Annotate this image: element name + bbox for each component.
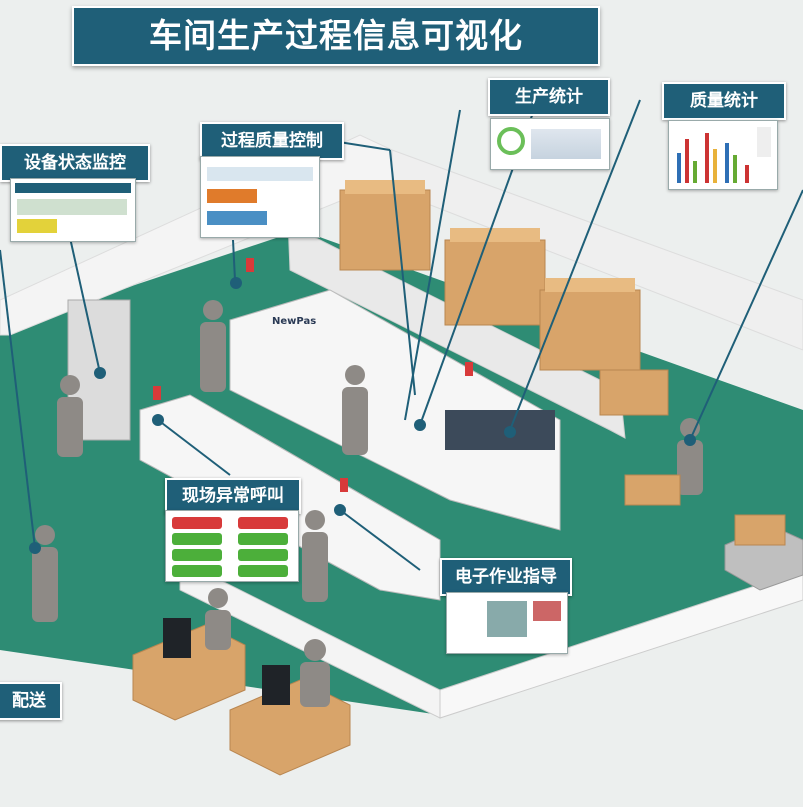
callout-e-work-guide: 电子作业指导: [440, 558, 572, 596]
alarm-button-red: [238, 517, 288, 529]
monitor-2: [262, 665, 290, 705]
callout-delivery: 配送: [0, 682, 62, 720]
machine-line-top: [229, 289, 561, 531]
callout-anomaly-call: 现场异常呼叫: [165, 478, 301, 514]
front-wall-right: [439, 569, 803, 719]
production-stats-screenshot: [490, 118, 610, 170]
box-stack-3: [539, 278, 641, 371]
callout-production-stats: 生产统计: [488, 78, 610, 116]
callout-equipment-monitor: 设备状态监控: [0, 144, 150, 182]
alarm-button-green: [172, 565, 222, 577]
alarm-button-green: [172, 533, 222, 545]
leader-dots: [29, 277, 696, 554]
alarm-button-green: [172, 549, 222, 561]
callout-quality-stats: 质量统计: [662, 82, 786, 120]
callout-process-quality: 过程质量控制: [200, 122, 344, 160]
machine-brand-label: NewPas: [272, 316, 317, 327]
box-stack-1: [339, 180, 431, 271]
equipment-monitor-screenshot: [10, 178, 136, 242]
quality-stats-chart-thumbnail: [668, 120, 778, 190]
process-quality-screenshot: [200, 156, 320, 238]
monitor-1: [163, 618, 191, 658]
alarm-button-green: [238, 565, 288, 577]
open-box: [624, 474, 681, 506]
alarm-button-green: [238, 549, 288, 561]
workers: [32, 300, 703, 707]
cart-boxes: [734, 514, 786, 546]
machine-panel-dark: [445, 410, 555, 450]
box-stack-4: [599, 369, 669, 416]
e-work-guide-screenshot: [446, 592, 568, 654]
box-stack-2: [444, 228, 546, 326]
leader-lines: [0, 99, 803, 571]
signal-lights: [153, 258, 473, 492]
alarm-button-red: [172, 517, 222, 529]
anomaly-call-panel: [165, 510, 299, 582]
page-title: 车间生产过程信息可视化: [72, 6, 600, 66]
alarm-button-green: [238, 533, 288, 545]
